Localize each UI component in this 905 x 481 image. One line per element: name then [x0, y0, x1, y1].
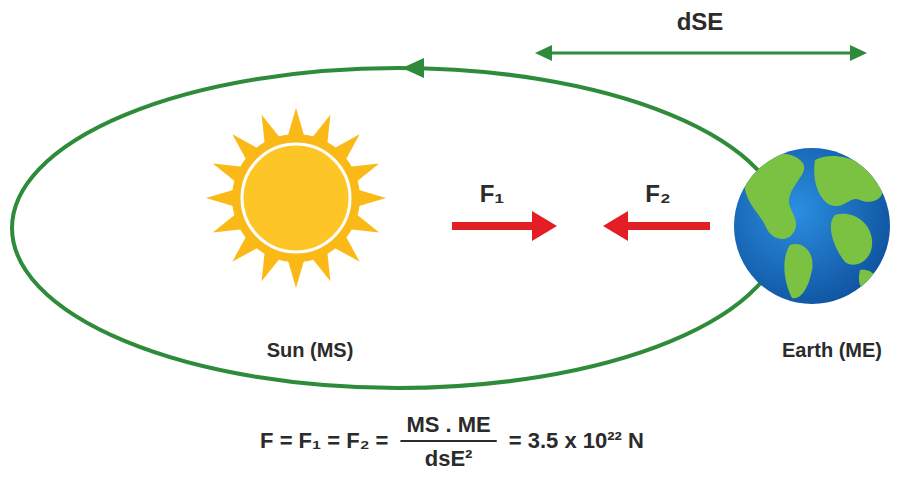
- body-label: Sun (MS): [267, 339, 354, 362]
- sun-disc: [232, 134, 360, 262]
- sun-node: Sun (MS): [267, 339, 354, 362]
- force-arrowhead: [603, 211, 628, 241]
- distance-line: [548, 52, 854, 55]
- force-arrowhead: [532, 211, 557, 241]
- sun-rays: [206, 108, 386, 288]
- fraction-bar: [400, 440, 496, 442]
- distance-arrowhead: [850, 45, 867, 61]
- formula-text: F = F₁ = F₂ =: [260, 428, 388, 453]
- earth-node: Earth (ME): [782, 339, 882, 362]
- orbit-arrowhead: [402, 58, 424, 78]
- force-arrow: [624, 222, 710, 230]
- distance-label: dSE: [677, 8, 724, 36]
- force-arrow: [452, 222, 536, 230]
- orbit-ellipse: [12, 68, 784, 388]
- body-label: Earth (ME): [782, 339, 882, 362]
- force-label: F₂: [645, 180, 670, 208]
- force-label: F₁: [480, 180, 505, 208]
- earth-continents: [744, 153, 883, 298]
- sun-inner: [242, 144, 350, 252]
- formula-text: MS . ME: [406, 412, 490, 437]
- earth-globe: [734, 148, 890, 304]
- formula-text: dsE²: [425, 446, 473, 471]
- distance-arrowhead: [535, 45, 552, 61]
- formula-text: = 3.5 x 10²² N: [509, 428, 644, 453]
